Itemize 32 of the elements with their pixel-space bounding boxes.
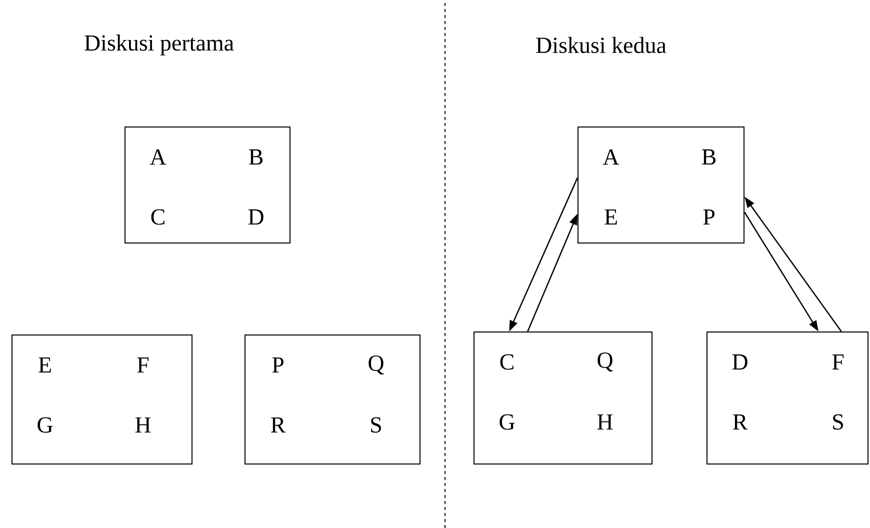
group-box [578, 126, 744, 244]
group-box [244, 334, 420, 464]
member-letter: D [248, 209, 264, 225]
member-letter: R [271, 417, 286, 433]
member-letter: C [151, 209, 164, 225]
member-letter: A [150, 149, 166, 165]
member-letter: A [602, 149, 620, 165]
member-letter: E [38, 357, 51, 373]
heading: Diskusi kedua [536, 36, 666, 54]
member-letter: B [249, 149, 263, 165]
group-box [12, 334, 192, 464]
member-letter: H [135, 417, 151, 433]
member-letter: F [137, 357, 149, 373]
member-letter: S [371, 417, 381, 433]
member-letter: B [702, 149, 716, 165]
member-letter: F [832, 354, 844, 370]
member-letter: R [733, 414, 748, 430]
member-letter: P [703, 209, 714, 225]
member-letter: G [38, 417, 53, 433]
group-box [706, 332, 868, 464]
member-letter: Q [368, 356, 384, 374]
member-letter: H [597, 414, 613, 430]
group-box [124, 126, 290, 244]
heading: Diskusi pertama [84, 34, 234, 56]
member-letter: S [833, 414, 843, 430]
member-letter: Q [598, 352, 613, 372]
member-letter: C [500, 354, 514, 370]
member-letter: D [732, 354, 748, 370]
member-letter: P [272, 357, 284, 373]
member-letter: G [500, 414, 515, 430]
member-letter: E [604, 209, 617, 225]
group-box [474, 332, 652, 464]
